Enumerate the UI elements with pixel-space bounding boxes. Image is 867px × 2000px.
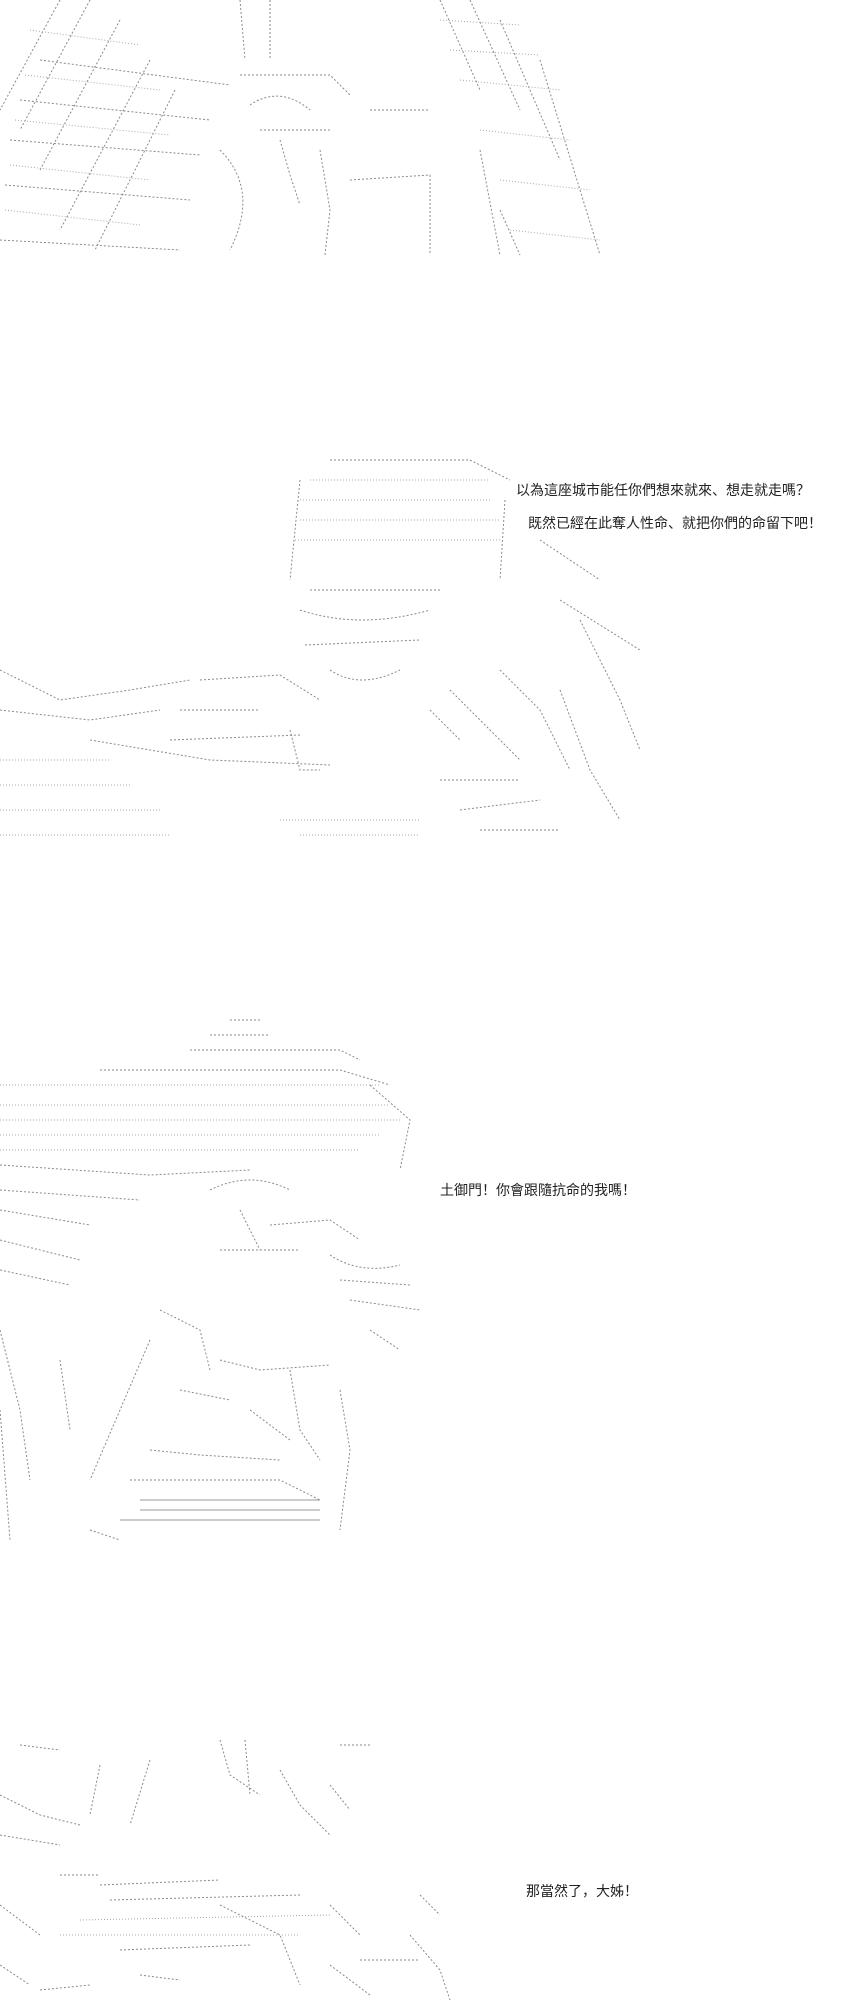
panel-4-ascii-art <box>0 1739 451 2000</box>
dialogue-line-2: 既然已經在此奪人性命、就把你們的命留下吧！ <box>528 516 822 532</box>
panel-4: 那當然了，大姊！ <box>0 1735 867 2000</box>
dialogue-line-1: 以為這座城市能任你們想來就來、想走就走嗎？ <box>516 483 810 499</box>
panel-3-ascii-art <box>0 1019 421 1541</box>
dialogue-line-4: 那當然了，大姊！ <box>526 1884 638 1900</box>
panel-1 <box>0 0 867 270</box>
panel-2-ascii-art <box>0 459 641 836</box>
dialogue-line-3: 土御門！你會跟隨抗命的我嗎！ <box>440 1183 636 1199</box>
panel-3: 土御門！你會跟隨抗命的我嗎！ <box>0 1010 867 1570</box>
panel-1-ascii-art <box>0 0 601 256</box>
panel-2: 以為這座城市能任你們想來就來、想走就走嗎？ 既然已經在此奪人性命、就把你們的命留… <box>0 440 867 840</box>
